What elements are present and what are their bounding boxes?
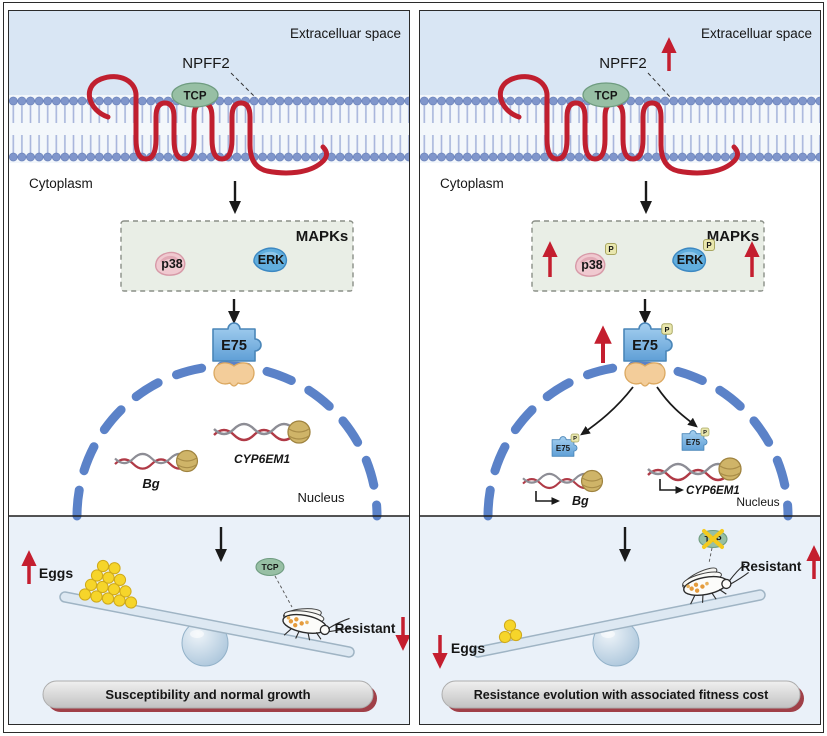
phospho-badge: P (700, 427, 710, 437)
e75-bound-bg: E75 P (551, 433, 580, 457)
gene-bg-label: Bg (142, 476, 159, 491)
gene-bg: Bg (521, 469, 604, 508)
tcp-label: TCP (184, 91, 207, 103)
npff2-receptor (86, 74, 329, 176)
e75-label: E75 (686, 438, 701, 447)
gene-cyp6em1-label: CYP6EM1 (234, 452, 290, 466)
e75-label: E75 (221, 338, 247, 354)
panel-susceptible: TCP Extracelluar space NPFF2 Cytoplasm M… (8, 10, 410, 725)
insect-tcp-tag-blocked: TCP (698, 529, 728, 549)
resistant-label: Resistant (741, 559, 802, 574)
phospho-badge: P (605, 243, 617, 255)
gene-cyp6em1: CYP6EM1 (212, 420, 311, 466)
insect-tcp-label: TCP (262, 562, 279, 572)
insect-tcp-connector (274, 575, 293, 608)
seesaw-plank (59, 591, 355, 658)
e75-label: E75 (632, 338, 658, 354)
mapks-label: MAPKs (296, 228, 349, 245)
ligand-connector (230, 72, 257, 99)
phospho-label: P (664, 325, 669, 334)
e75-transcription-factor: E75 (212, 322, 262, 387)
extracellular-label: Extracelluar space (290, 26, 401, 41)
gene-cyp6em1: CYP6EM1 (646, 457, 742, 497)
extracellular-label: Extracelluar space (701, 26, 812, 41)
blocked-x-icon (702, 529, 724, 549)
phospho-label: P (706, 241, 712, 250)
ligand-label: NPFF2 (599, 55, 647, 72)
banner-text: Susceptibility and normal growth (105, 687, 310, 702)
phospho-badge: P (570, 433, 580, 443)
p38-label: p38 (161, 257, 183, 271)
nucleus-label: Nucleus (736, 495, 779, 509)
ligand-connector (647, 72, 672, 99)
e75-bound-cyp6em1: E75 P (681, 427, 710, 451)
phospho-label: P (703, 430, 707, 436)
erk-label: ERK (677, 253, 703, 267)
transcription-arrow-cyp6em1 (659, 479, 685, 494)
npff2-receptor (497, 74, 740, 176)
insect-tcp-tag: TCP (255, 557, 285, 577)
conclusion-banner: Resistance evolution with associated fit… (441, 680, 804, 712)
resistant-label: Resistant (335, 621, 396, 636)
phospho-label: P (573, 436, 577, 442)
p38-label: p38 (581, 258, 603, 272)
cell-membrane (9, 95, 409, 163)
phospho-badge: P (661, 323, 673, 335)
mapks-box: MAPKs p38 ERK (120, 220, 354, 292)
gene-bg-label: Bg (572, 494, 589, 508)
tcp-label: TCP (595, 91, 618, 103)
erk-label: ERK (258, 253, 284, 267)
insect-tcp-connector (708, 547, 713, 564)
egg-cluster (78, 559, 138, 609)
e75-label: E75 (556, 444, 571, 453)
phospho-label: P (608, 245, 614, 254)
conclusion-banner: Susceptibility and normal growth (42, 680, 377, 712)
egg-cluster (498, 619, 523, 644)
tcp-ligand: TCP (171, 82, 219, 108)
eggs-label: Eggs (39, 565, 73, 581)
ligand-label: NPFF2 (182, 55, 230, 72)
e75-transcription-factor: E75 P (623, 322, 673, 387)
transcription-arrow-bg (535, 491, 561, 505)
fulcrum-highlight (190, 630, 204, 638)
eggs-label: Eggs (451, 640, 485, 656)
e75-to-cyp6em1-arrow (656, 386, 698, 428)
tcp-ligand: TCP (582, 82, 630, 108)
seesaw-plank (472, 589, 766, 658)
phospho-badge: P (703, 239, 715, 251)
banner-text: Resistance evolution with associated fit… (474, 688, 769, 702)
panel-resistant: TCP Extracelluar space NPFF2 Cytoplasm M… (419, 10, 821, 725)
cytoplasm-label: Cytoplasm (29, 176, 93, 191)
gene-cyp6em1-label: CYP6EM1 (686, 485, 740, 497)
mapks-box: MAPKs p38 P ERK P (531, 220, 765, 292)
e75-to-bg-arrow (580, 386, 634, 436)
cytoplasm-label: Cytoplasm (440, 176, 504, 191)
coactivator-blob (624, 362, 666, 387)
nucleus-label: Nucleus (298, 490, 345, 505)
gene-bg: Bg (113, 449, 199, 491)
cell-membrane (420, 95, 820, 163)
coactivator-blob (213, 362, 255, 387)
mapks-label: MAPKs (707, 228, 760, 245)
